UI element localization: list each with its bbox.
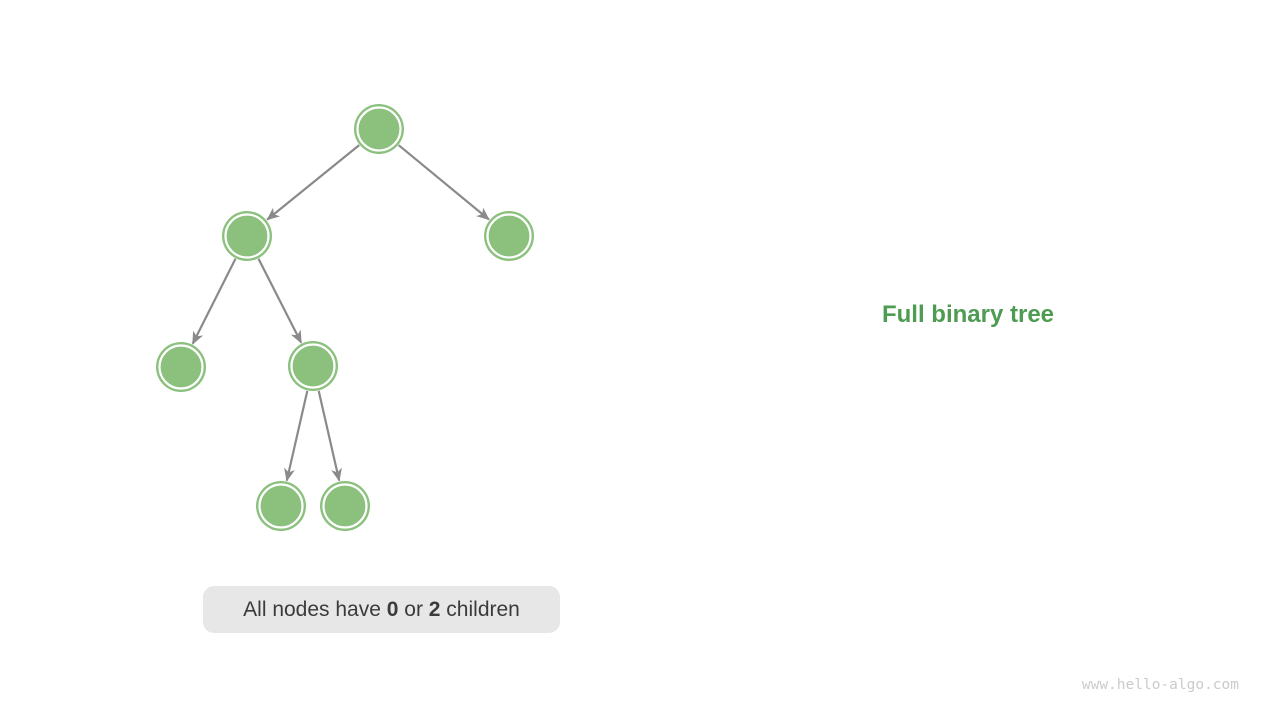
caption-text-suffix: children: [440, 597, 520, 621]
tree-node-right-leaf: [320, 481, 370, 531]
caption-pill: All nodes have 0 or 2 children: [203, 586, 560, 633]
tree-edges: [191, 144, 490, 482]
tree-nodes: [156, 104, 534, 531]
watermark-url: www.hello-algo.com: [1081, 677, 1239, 693]
edge-grandchild-leftleaf: [284, 390, 309, 482]
edge-left-rightgrandchild: [257, 258, 303, 344]
tree-node-right-grandchild: [288, 341, 338, 391]
tree-node-left-child: [222, 211, 272, 261]
tree-node-left-leaf: [256, 481, 306, 531]
edge-root-left: [266, 144, 360, 221]
edge-grandchild-rightleaf: [317, 390, 342, 482]
caption-bold-two: 2: [428, 597, 441, 621]
edge-left-leftgrandchild: [191, 258, 237, 345]
diagram-title: Full binary tree: [881, 301, 1055, 328]
caption-text-or: or: [398, 597, 429, 621]
tree-node-right-child: [484, 211, 534, 261]
caption-text-prefix: All nodes have: [243, 597, 387, 621]
tree-node-root: [354, 104, 404, 154]
caption-bold-zero: 0: [386, 597, 399, 621]
tree-node-left-grandchild: [156, 342, 206, 392]
edge-root-right: [398, 144, 490, 221]
